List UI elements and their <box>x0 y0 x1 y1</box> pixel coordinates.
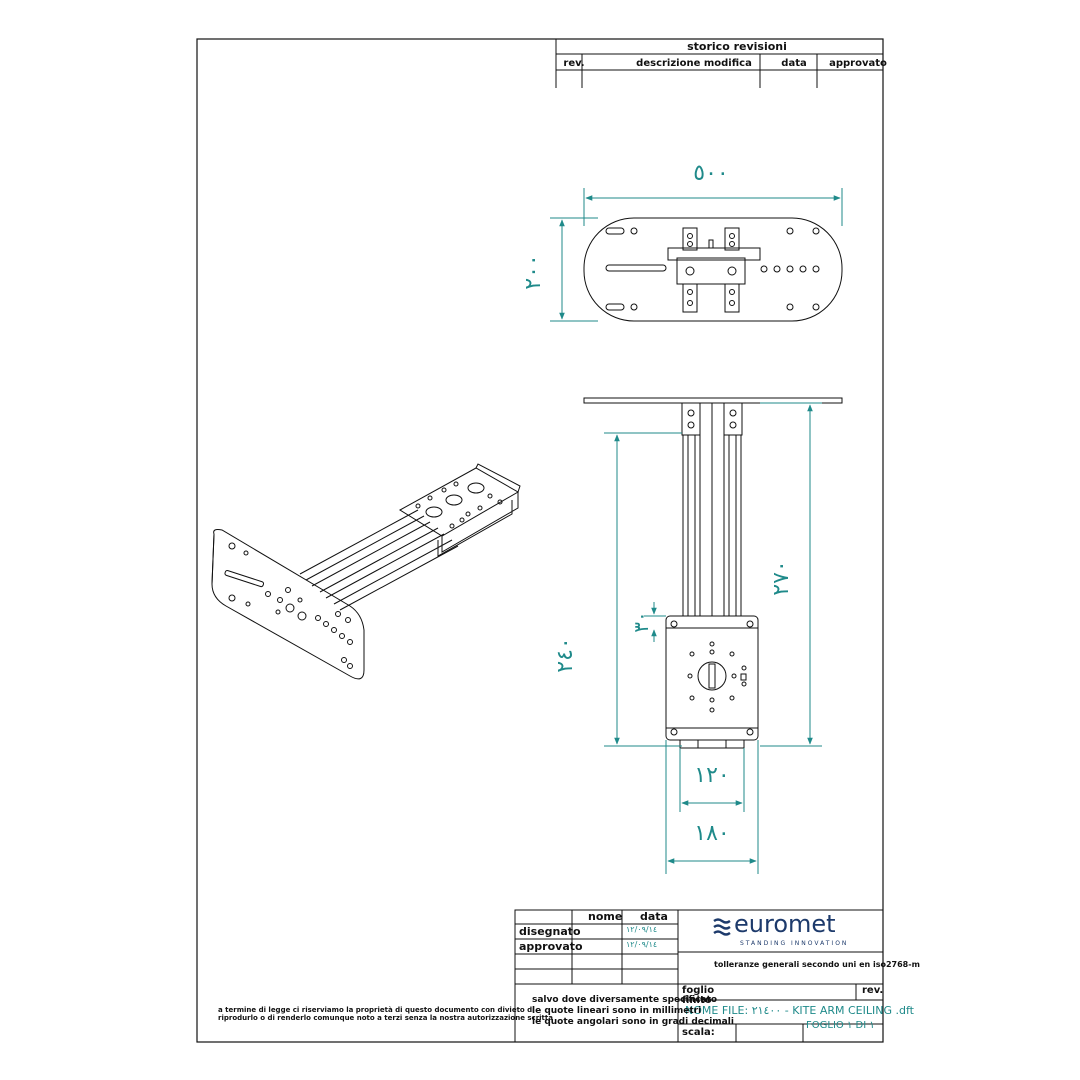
title-block-header-date: data <box>640 910 668 923</box>
sheet-border <box>196 38 884 1043</box>
dimension-top-width <box>583 188 843 226</box>
dimension-top-height <box>550 217 598 322</box>
dimension-bottom-outer <box>665 740 759 874</box>
sheet-number-label: FOGLIO ١ DI ١ <box>806 1020 875 1031</box>
title-block-grid <box>514 909 884 1043</box>
front-view-assembly <box>583 397 843 749</box>
tolerance-note: tolleranze generali secondo uni en iso27… <box>714 960 920 969</box>
file-name-label: NOME FILE: ٢١٤٠٠ - KITE ARM CEILING .dft <box>685 1004 914 1017</box>
dimension-label-bottom-outer: ١٨٠ <box>694 821 729 846</box>
dimension-front-inner <box>604 432 682 747</box>
legal-note-line1: a termine di legge ci riserviamo la prop… <box>218 1006 535 1014</box>
rev-label: rev. <box>862 985 884 996</box>
dimension-front-small <box>644 602 666 642</box>
foglio-label: foglio <box>682 985 715 996</box>
dimension-label-front-small: ٣٠ <box>629 611 653 632</box>
top-view-plate <box>583 217 843 322</box>
title-block-drawn-label: disegnato <box>519 925 581 938</box>
title-block-header-name: nome <box>588 910 623 923</box>
scale-label: scala: <box>682 1027 715 1038</box>
dimension-front-total <box>760 402 822 747</box>
euromet-brand-name: euromet <box>734 910 836 938</box>
title-block-approved-date: ١٢/٠٩/١٤ <box>626 940 658 949</box>
dimension-label-top-height: ٢٠٠ <box>521 254 546 289</box>
title-block-drawn-date: ١٢/٠٩/١٤ <box>626 925 658 934</box>
revision-table-title: storico revisioni <box>687 40 787 53</box>
isometric-view <box>211 463 521 680</box>
legal-note-line2: riprodurlo o di renderlo comunque noto a… <box>218 1014 553 1022</box>
revision-table <box>555 39 883 88</box>
units-note-line3: le quote angolari sono in gradi decimali <box>532 1017 734 1027</box>
finish-label: finito <box>682 995 712 1006</box>
euromet-tagline: STANDING INNOVATION <box>740 940 849 947</box>
dimension-bottom-inner <box>679 748 745 812</box>
dimension-label-bottom-inner: ١٢٠ <box>694 763 729 788</box>
dimension-label-front-inner: ٢٤٠ <box>553 637 578 672</box>
dimension-label-front-total: ٢٧٠ <box>769 560 794 595</box>
title-block-approved-label: approvato <box>519 940 583 953</box>
euromet-logo-icon <box>713 918 731 936</box>
units-note-line1: salvo dove diversamente specificato <box>532 995 718 1005</box>
revision-col-date: data <box>781 58 806 69</box>
dimension-label-top-width: ٥٠٠ <box>693 161 728 186</box>
units-note-line2: le quote lineari sono in millimetri <box>532 1006 702 1016</box>
revision-col-description: descrizione modifica <box>636 58 752 69</box>
revision-col-rev: rev. <box>563 58 584 69</box>
revision-col-approved: approvato <box>829 58 887 69</box>
